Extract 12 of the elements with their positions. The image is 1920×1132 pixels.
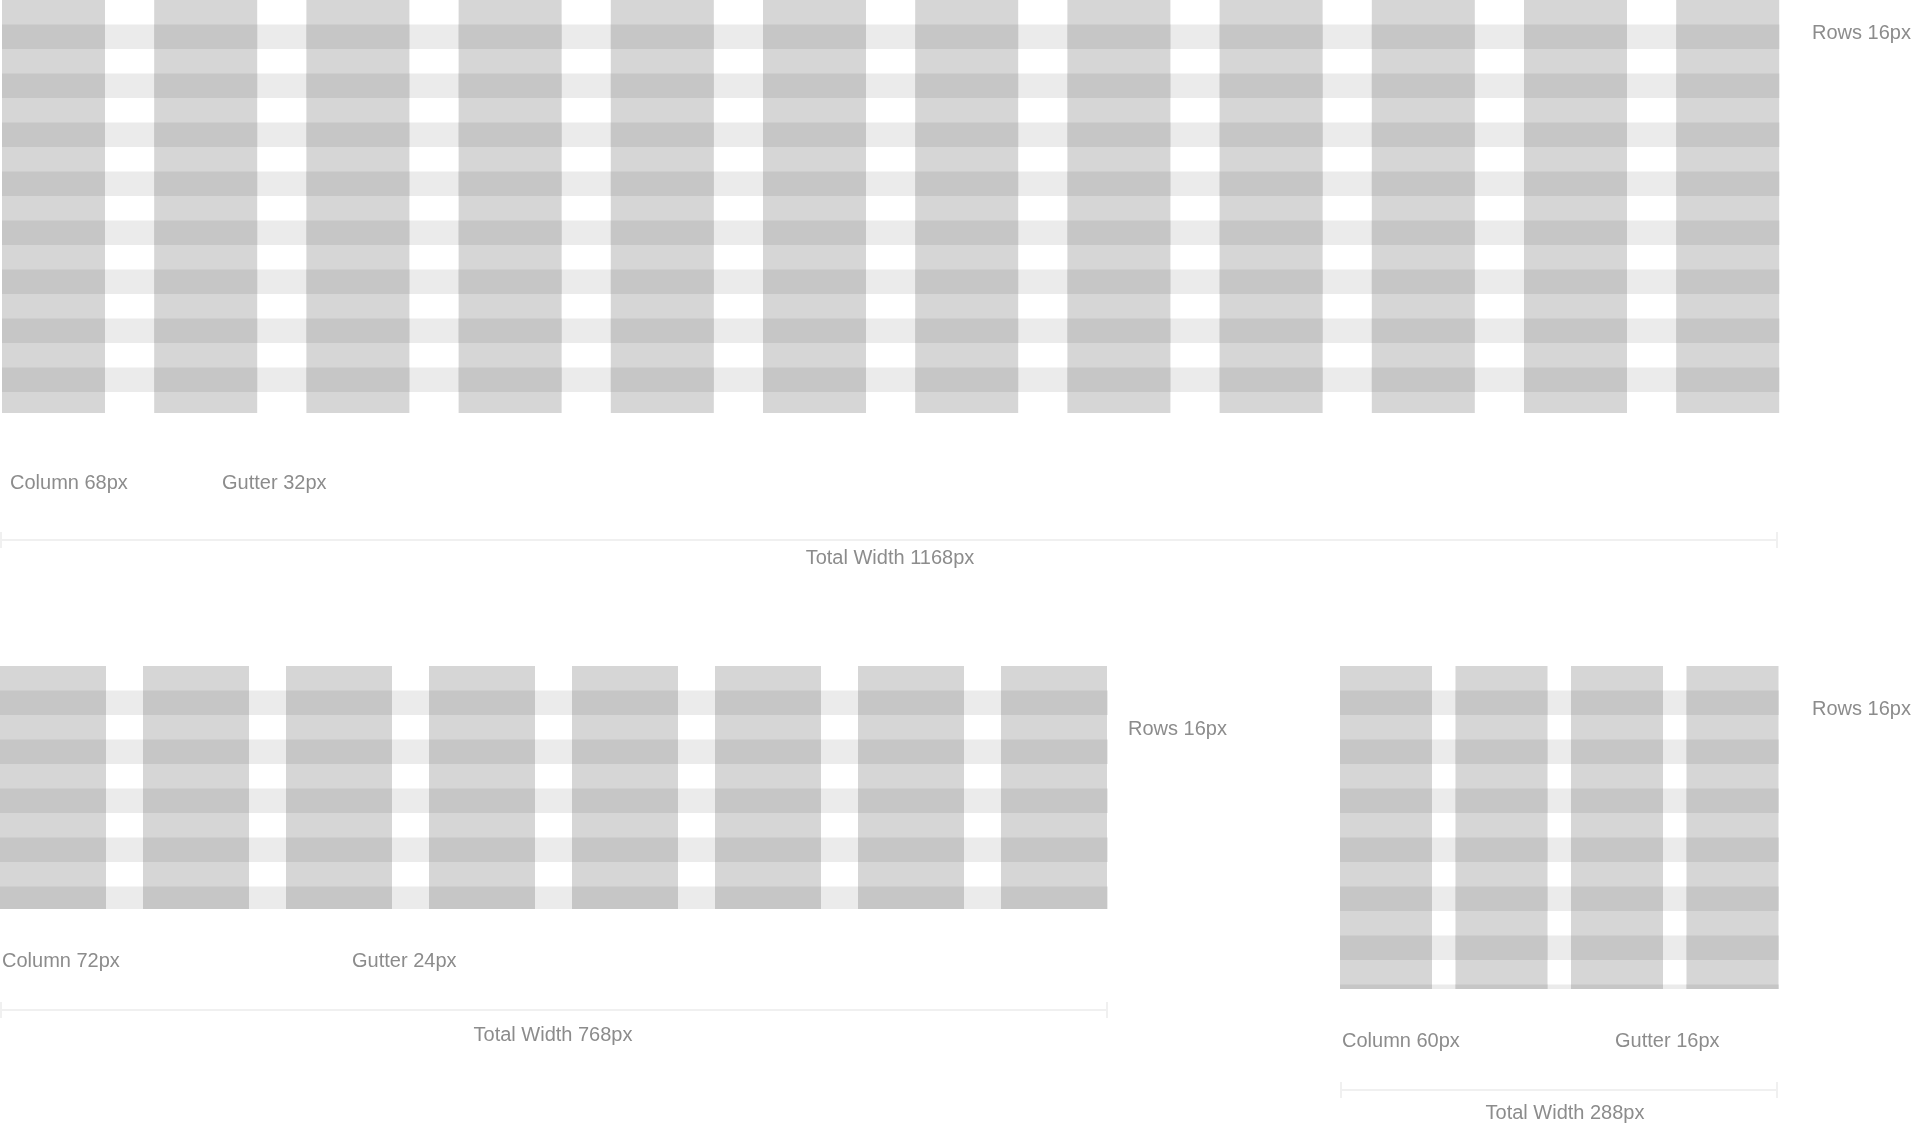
gutter-width-label: Gutter 16px — [1615, 1028, 1720, 1052]
total-width-label: Total Width 288px — [1485, 1100, 1645, 1124]
row-height-label: Rows 16px — [1812, 696, 1911, 720]
total-width-label: Total Width 1168px — [805, 545, 975, 569]
column-width-label: Column 72px — [2, 948, 120, 972]
total-width-label: Total Width 768px — [473, 1022, 633, 1046]
row-height-label: Rows 16px — [1812, 20, 1911, 44]
gutter-width-label: Gutter 32px — [222, 470, 327, 494]
gutter-width-label: Gutter 24px — [352, 948, 457, 972]
row-height-label: Rows 16px — [1128, 716, 1227, 740]
column-width-label: Column 68px — [10, 470, 128, 494]
column-width-label: Column 60px — [1342, 1028, 1460, 1052]
